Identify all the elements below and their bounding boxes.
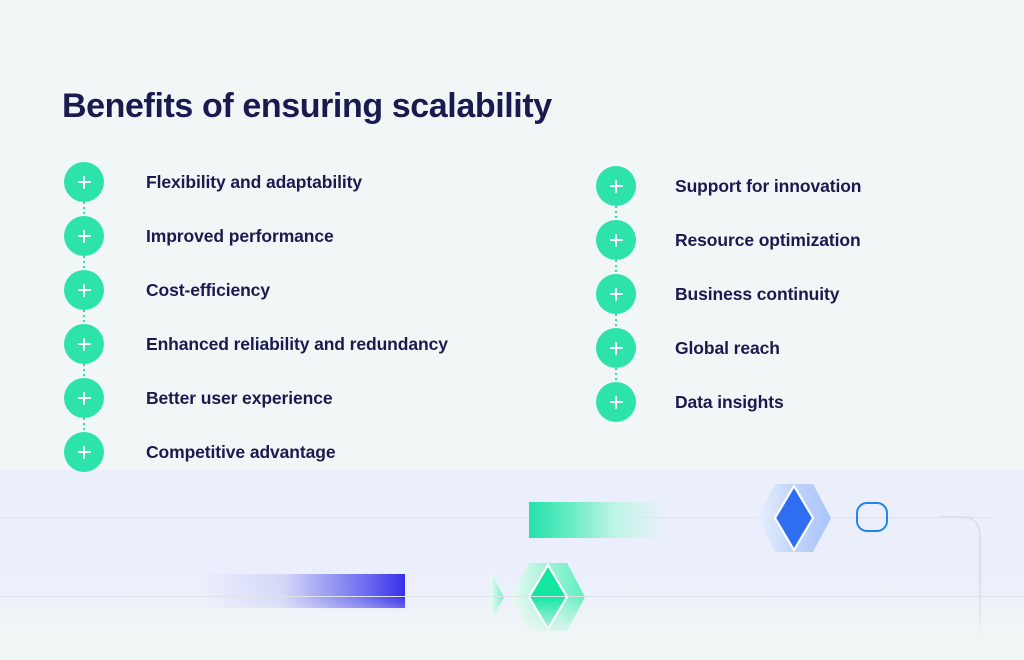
benefit-item[interactable]: Improved performance: [62, 209, 448, 270]
plus-badge[interactable]: [596, 220, 636, 260]
benefit-item[interactable]: Global reach: [594, 321, 861, 382]
benefit-node: [62, 155, 106, 216]
plus-icon: [609, 287, 623, 301]
benefit-node: [62, 317, 106, 378]
benefit-label: Flexibility and adaptability: [146, 171, 362, 192]
benefit-node: [594, 375, 638, 429]
benefit-label: Cost-efficiency: [146, 279, 270, 300]
plus-icon: [77, 391, 91, 405]
benefit-label: Improved performance: [146, 225, 334, 246]
plus-icon: [609, 341, 623, 355]
benefit-label: Data insights: [675, 391, 784, 412]
plus-icon: [609, 233, 623, 247]
benefits-column-right: Support for innovation Resource optimiza…: [594, 159, 861, 429]
benefit-item[interactable]: Data insights: [594, 375, 861, 429]
plus-icon: [609, 395, 623, 409]
benefit-item[interactable]: Resource optimization: [594, 213, 861, 274]
benefit-node: [594, 267, 638, 328]
benefit-item[interactable]: Competitive advantage: [62, 425, 448, 479]
bottom-fade-overlay: [0, 596, 1024, 660]
benefit-item[interactable]: Enhanced reliability and redundancy: [62, 317, 448, 378]
plus-icon: [77, 283, 91, 297]
benefit-node: [62, 209, 106, 270]
plus-badge[interactable]: [596, 274, 636, 314]
benefit-label: Resource optimization: [675, 229, 861, 250]
benefit-node: [594, 213, 638, 274]
benefit-item[interactable]: Cost-efficiency: [62, 263, 448, 324]
plus-badge[interactable]: [64, 270, 104, 310]
benefit-label: Competitive advantage: [146, 441, 336, 462]
plus-icon: [77, 337, 91, 351]
plus-badge[interactable]: [596, 382, 636, 422]
benefit-node: [62, 425, 106, 479]
benefit-node: [594, 321, 638, 382]
benefit-node: [594, 159, 638, 220]
horizontal-rule-upper: [0, 517, 990, 518]
plus-icon: [77, 229, 91, 243]
plus-badge[interactable]: [64, 378, 104, 418]
plus-badge[interactable]: [596, 328, 636, 368]
benefit-item[interactable]: Better user experience: [62, 371, 448, 432]
plus-badge[interactable]: [64, 432, 104, 472]
plus-icon: [77, 175, 91, 189]
benefit-item[interactable]: Support for innovation: [594, 159, 862, 220]
benefit-item[interactable]: Business continuity: [594, 267, 861, 328]
blue-hexagon-shape: [757, 484, 831, 552]
blue-squircle-outline: [856, 502, 888, 532]
benefit-label: Business continuity: [675, 283, 840, 304]
plus-icon: [609, 179, 623, 193]
plus-badge[interactable]: [64, 216, 104, 256]
benefit-item[interactable]: Flexibility and adaptability: [62, 155, 448, 216]
page-title: Benefits of ensuring scalability: [62, 86, 552, 125]
plus-badge[interactable]: [596, 166, 636, 206]
benefit-node: [62, 263, 106, 324]
plus-icon: [77, 445, 91, 459]
benefits-column-left: Flexibility and adaptability Improved pe…: [62, 155, 448, 479]
plus-badge[interactable]: [64, 324, 104, 364]
green-gradient-bar: [529, 502, 667, 538]
benefit-label: Global reach: [675, 337, 780, 358]
benefit-label: Support for innovation: [675, 175, 862, 196]
benefit-label: Enhanced reliability and redundancy: [146, 333, 448, 354]
benefit-node: [62, 371, 106, 432]
plus-badge[interactable]: [64, 162, 104, 202]
benefit-label: Better user experience: [146, 387, 333, 408]
